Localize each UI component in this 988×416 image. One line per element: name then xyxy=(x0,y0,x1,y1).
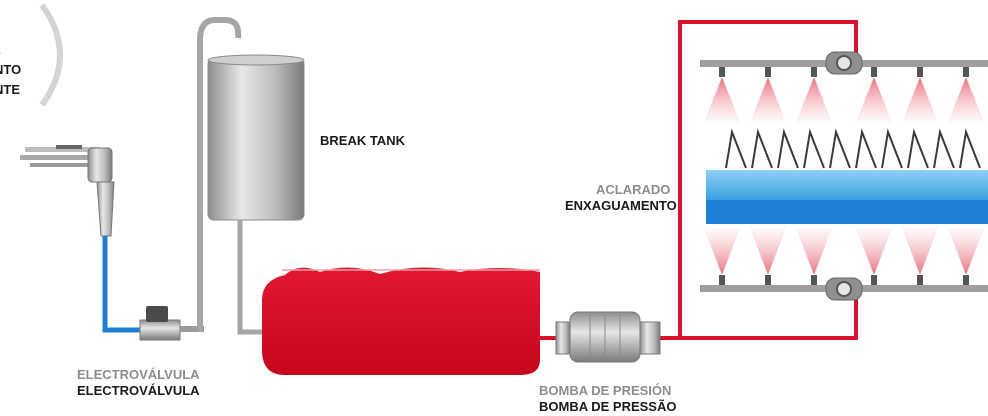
guide-finger xyxy=(881,128,903,169)
inlet-water-pipe xyxy=(102,236,140,333)
upper-spray xyxy=(856,77,892,122)
upper-spray xyxy=(902,77,938,122)
pressure-pump xyxy=(555,311,661,363)
lower-nozzles xyxy=(704,228,984,285)
corner-bracket xyxy=(39,3,63,107)
guide-finger xyxy=(777,128,799,169)
break-tank-riser xyxy=(197,17,242,332)
guide-finger xyxy=(907,128,929,169)
upper-nozzle xyxy=(765,67,771,77)
upper-spray-bar xyxy=(700,51,988,75)
corner-line-1: E xyxy=(0,40,19,60)
guide-finger xyxy=(751,128,773,169)
upper-nozzle xyxy=(917,67,923,77)
lower-spray-bar xyxy=(700,277,988,301)
solenoid-valve xyxy=(139,306,204,341)
lower-spray xyxy=(704,228,740,275)
pump-label-pt: BOMBA DE PRESSÃO xyxy=(539,399,677,414)
upper-spray xyxy=(796,77,832,122)
corner-line-2: NTO xyxy=(0,62,22,77)
lower-nozzle xyxy=(719,275,725,285)
rinse-label-es: ACLARADO xyxy=(596,182,671,197)
upper-spray xyxy=(750,77,786,122)
lower-spray xyxy=(856,228,892,275)
pump-to-rinse-pipe xyxy=(660,20,858,340)
lower-nozzle xyxy=(917,275,923,285)
lower-nozzle xyxy=(811,275,817,285)
lower-nozzle xyxy=(963,275,969,285)
upper-spray xyxy=(704,77,740,122)
upper-nozzle xyxy=(963,67,969,77)
wash-tank xyxy=(262,267,540,375)
rinse-label-pt: ENXAGUAMENTO xyxy=(565,198,677,213)
guide-finger xyxy=(855,128,877,169)
guide-finger xyxy=(959,128,981,169)
break-tank-label: BREAK TANK xyxy=(320,133,405,148)
lower-spray xyxy=(948,228,984,275)
guide-finger xyxy=(803,128,825,169)
lower-feed-pipe xyxy=(680,296,858,340)
guide-finger xyxy=(725,128,747,169)
upper-nozzle xyxy=(871,67,877,77)
lower-spray xyxy=(750,228,786,275)
inlet-tap xyxy=(20,145,115,237)
corner-text-fragment: E NTO NTE xyxy=(0,40,27,100)
corner-line-3: NTE xyxy=(0,82,20,97)
upper-nozzle xyxy=(811,67,817,77)
conveyor-band xyxy=(706,170,988,224)
upper-spray xyxy=(948,77,984,122)
upper-nozzle xyxy=(719,67,725,77)
lower-spray xyxy=(902,228,938,275)
lower-nozzle xyxy=(765,275,771,285)
lower-spray xyxy=(796,228,832,275)
pump-label-es: BOMBA DE PRESIÓN xyxy=(539,383,672,398)
break-tank-outlet xyxy=(237,220,262,335)
break-tank xyxy=(207,54,305,221)
lower-nozzle xyxy=(871,275,877,285)
valve-label-pt: ELECTROVÁLVULA xyxy=(77,383,200,398)
guide-fingers xyxy=(725,128,981,169)
guide-finger xyxy=(829,128,851,169)
valve-label-es: ELECTROVÁLVULA xyxy=(77,367,200,382)
guide-finger xyxy=(933,128,955,169)
upper-nozzles xyxy=(704,67,984,122)
